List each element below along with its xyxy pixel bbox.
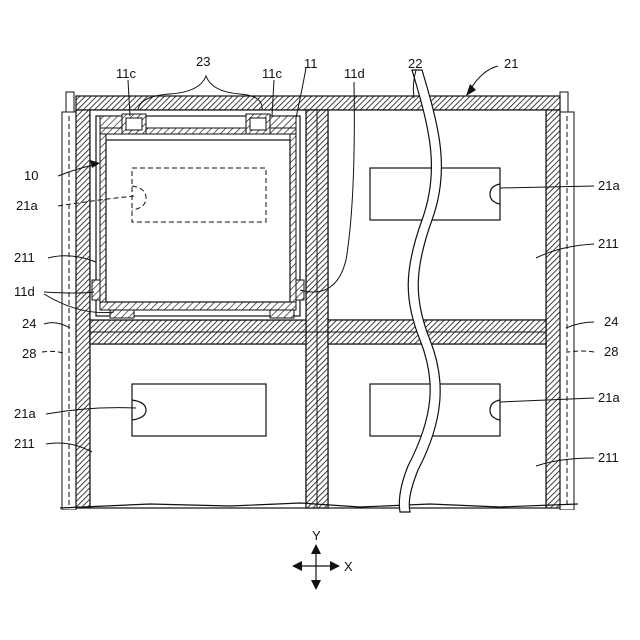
label-11c-left: 11c	[116, 66, 136, 81]
label-211-right-top: 211	[598, 236, 619, 251]
left-rail	[62, 92, 76, 510]
axis-indicator: Y X	[292, 528, 353, 590]
label-211-left-top: 211	[14, 250, 35, 265]
label-21a-dashed: 21a	[16, 198, 38, 213]
label-11d-top: 11d	[344, 66, 365, 81]
label-28-left: 28	[22, 346, 36, 361]
arrow-right-icon	[330, 561, 340, 571]
label-21a-right-bottom: 21a	[598, 390, 620, 405]
arrow-down-icon	[311, 580, 321, 590]
label-11d-left: 11d	[14, 284, 35, 299]
label-23: 23	[196, 54, 210, 69]
label-211-right-bottom: 211	[598, 450, 619, 465]
right-rail	[560, 92, 574, 510]
label-11c-right: 11c	[262, 66, 282, 81]
label-21a-right-top: 21a	[598, 178, 620, 193]
label-24-left: 24	[22, 316, 36, 331]
label-10: 10	[24, 168, 38, 183]
label-21a-left-bottom: 21a	[14, 406, 36, 421]
axis-y-label: Y	[312, 528, 321, 543]
arrow-up-icon	[311, 544, 321, 554]
label-211-left-bottom: 211	[14, 436, 35, 451]
label-21: 21	[504, 56, 518, 71]
device-10	[90, 110, 306, 320]
label-24-right: 24	[604, 314, 618, 329]
label-28-right: 28	[604, 344, 618, 359]
axis-x-label: X	[344, 559, 353, 574]
label-22: 22	[408, 56, 422, 71]
arrow-left-icon	[292, 561, 302, 571]
label-11: 11	[304, 56, 318, 71]
